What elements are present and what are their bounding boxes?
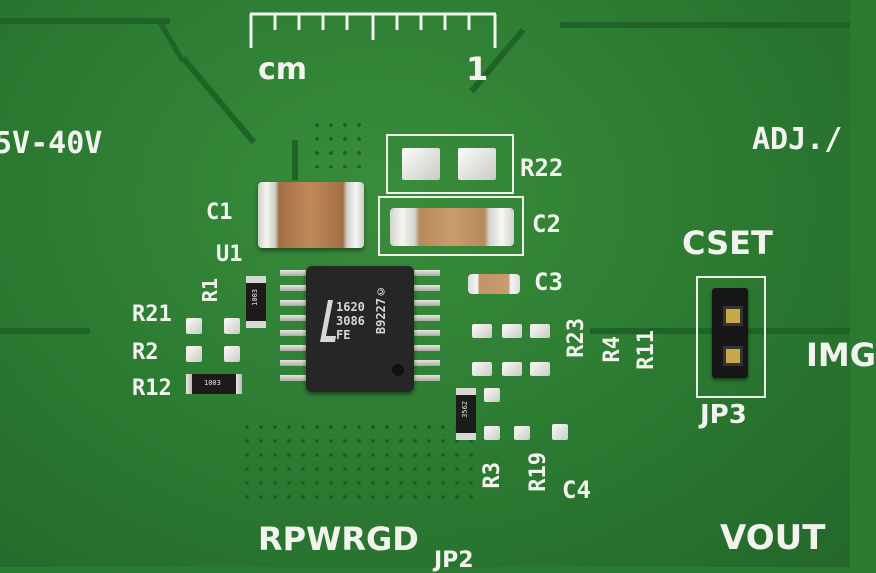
jp3-outline (696, 276, 766, 398)
r21-label: R21 (132, 302, 172, 327)
r21-pad (224, 318, 240, 334)
r4-label: R4 (600, 336, 625, 363)
chip-marking-line3: FE (336, 328, 351, 342)
r1-marking: 1003 (251, 289, 259, 306)
r23-pad (530, 324, 550, 338)
r19-pad (514, 426, 530, 440)
c3-label: C3 (534, 268, 563, 296)
r3-label: R3 (480, 462, 505, 489)
adj-label: ADJ./ (752, 122, 843, 157)
pin1-dot (392, 364, 404, 376)
via-grid (310, 118, 370, 168)
copper-trace (0, 18, 170, 24)
r1-label: R1 (198, 278, 222, 303)
r3-pad (484, 426, 500, 440)
voltage-range-label: 5V-40V (0, 126, 103, 161)
ruler-one-label: 1 (466, 50, 489, 88)
r3-marking: 3562 (461, 401, 469, 418)
jumper-pin (723, 346, 743, 366)
r3-pad (484, 388, 500, 402)
r21-pad (186, 318, 202, 334)
copper-trace (292, 140, 298, 180)
jp3-jumper[interactable] (712, 288, 748, 378)
r3-resistor: 3562 (456, 388, 476, 440)
copper-trace (180, 56, 257, 145)
img-label: IMG (806, 336, 876, 374)
r12-resistor: 1003 (186, 374, 242, 394)
r1-resistor: 1003 (246, 276, 266, 328)
cset-label: CSET (682, 224, 773, 262)
ruler-scale (249, 12, 497, 48)
u1-ic-chip: 1620 3086 FE B9227© (306, 266, 414, 392)
r4-pad (472, 362, 492, 376)
u1-label: U1 (216, 242, 243, 267)
r22-pad (458, 148, 496, 180)
c2-outline (378, 196, 524, 256)
r22-pad (402, 148, 440, 180)
jumper-pin (723, 306, 743, 326)
r12-label: R12 (132, 376, 172, 401)
r23-pad (472, 324, 492, 338)
r23-label: R23 (564, 318, 589, 358)
r11-label: R11 (634, 330, 659, 370)
c1-label: C1 (206, 200, 233, 225)
via-grid (240, 420, 480, 500)
r11-pad (530, 362, 550, 376)
c4-label: C4 (562, 476, 591, 504)
r19-label: R19 (526, 452, 551, 492)
jp3-label: JP3 (700, 400, 747, 430)
copper-trace (560, 22, 850, 28)
manufacturer-logo-icon (320, 300, 336, 342)
c3-capacitor (468, 274, 520, 294)
jp2-label: JP2 (434, 548, 474, 573)
r2-pad (186, 346, 202, 362)
r2-pad (224, 346, 240, 362)
copper-trace (155, 20, 187, 62)
chip-marking-line2: 3086 (336, 314, 365, 328)
chip-marking-line1: 1620 (336, 300, 365, 314)
c2-label: C2 (532, 210, 561, 238)
r4-pad (502, 362, 522, 376)
r2-label: R2 (132, 340, 159, 365)
vout-label: VOUT (720, 518, 826, 558)
r22-outline (386, 134, 514, 194)
c1-capacitor (258, 182, 364, 248)
c2-capacitor (390, 208, 514, 246)
rpwrgd-label: RPWRGD (258, 520, 419, 558)
c4-pad (552, 424, 568, 440)
r23-pad (502, 324, 522, 338)
r22-label: R22 (520, 154, 564, 182)
r12-marking: 1003 (204, 379, 221, 387)
copper-trace (0, 328, 90, 334)
chip-marking-line4: B9227© (374, 284, 388, 335)
ruler-unit-label: cm (258, 52, 308, 87)
